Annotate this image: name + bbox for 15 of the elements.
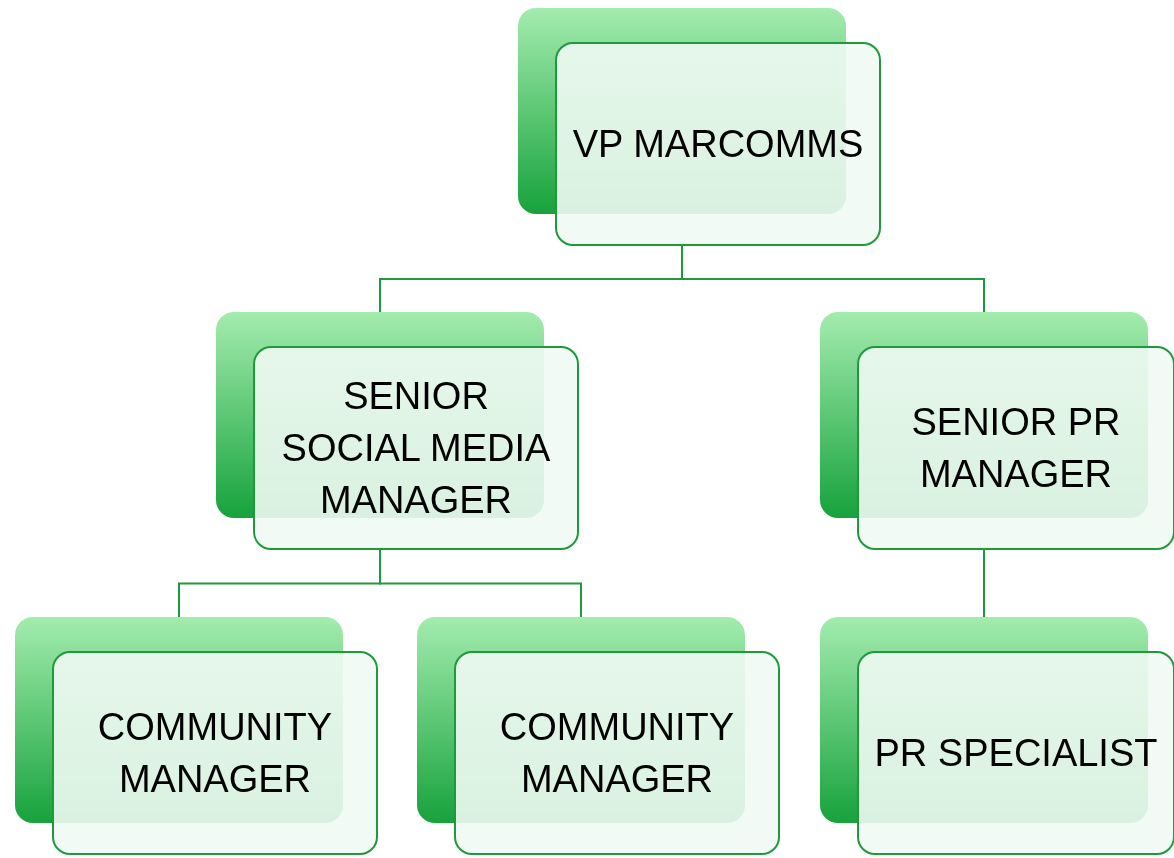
connector-line (379, 549, 582, 618)
org-box (216, 312, 579, 550)
role-title: COMMUNITY MANAGER (96, 704, 334, 802)
org-box (417, 617, 780, 855)
org-box (820, 617, 1174, 855)
org-box (518, 8, 881, 246)
connector-line (681, 245, 985, 313)
role-title: SENIOR PR MANAGER (910, 399, 1122, 497)
role-title: SENIOR SOCIAL MEDIA MANAGER (280, 373, 552, 523)
org-box (820, 312, 1174, 550)
org-box (15, 617, 378, 855)
connector-line (983, 549, 985, 618)
role-title: VP MARCOMMS (572, 121, 864, 167)
role-title: COMMUNITY MANAGER (498, 704, 736, 802)
role-title: PR SPECIALIST (874, 730, 1158, 776)
